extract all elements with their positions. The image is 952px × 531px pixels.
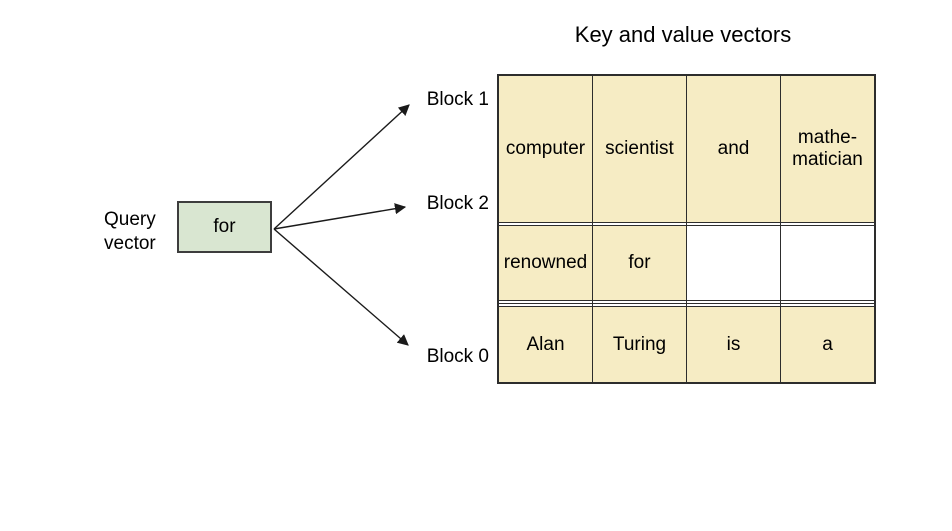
block-0-label: Block 0 xyxy=(426,346,489,367)
table-row xyxy=(497,221,876,227)
table-cell xyxy=(780,221,876,227)
arrow-to-block0 xyxy=(273,228,409,346)
table-cell: Alan xyxy=(497,306,593,384)
table-cell: and xyxy=(686,74,781,224)
table-cell xyxy=(780,303,876,308)
table-cell: renowned xyxy=(497,225,593,301)
table-cell: Turing xyxy=(592,306,687,384)
table-cell xyxy=(686,221,781,227)
table-cell: for xyxy=(592,225,687,301)
table-cell xyxy=(780,225,876,301)
table-row xyxy=(497,303,876,308)
block-1-label: Block 1 xyxy=(426,89,489,110)
table-cell xyxy=(686,225,781,301)
query-vector-box: for xyxy=(177,201,272,253)
diagram-title: Key and value vectors xyxy=(574,22,792,47)
table-cell: a xyxy=(780,306,876,384)
query-vector-box-text: for xyxy=(213,216,236,237)
table-cell: mathe- matician xyxy=(780,74,876,224)
block-2-label: Block 2 xyxy=(426,193,489,214)
table-cell: scientist xyxy=(592,74,687,224)
query-vector-label: Query vector xyxy=(104,209,156,254)
table-cell: computer xyxy=(497,74,593,224)
table-cell: is xyxy=(686,306,781,384)
table-cell xyxy=(686,303,781,308)
